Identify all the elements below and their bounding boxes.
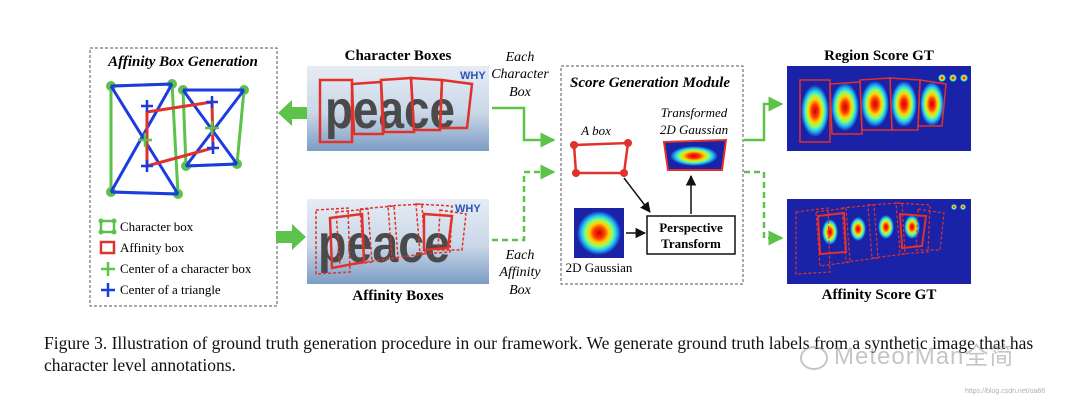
label-each-character-box-1: Each	[505, 50, 535, 65]
label-each-affinity-box-2: Affinity	[498, 265, 541, 280]
legend-item-triangle-center: Center of a triangle	[101, 282, 221, 297]
a-box-label: A box	[580, 123, 611, 138]
arrow-character-to-module	[492, 106, 556, 148]
watermark: MeteorMan全简	[800, 336, 1014, 371]
label-each-character-box-2: Character	[491, 67, 549, 82]
perspective-label-2: Transform	[661, 236, 721, 251]
affinity-score-boxes	[795, 202, 945, 275]
source-url: https://blog.csdn.net/oa66	[965, 388, 1046, 395]
affinity-score-title: Affinity Score GT	[822, 287, 937, 303]
region-score-boxes	[799, 77, 947, 143]
wechat-icon	[800, 345, 828, 370]
transformed-gaussian-label-2: 2D Gaussian	[660, 122, 728, 137]
perspective-label-1: Perspective	[659, 220, 723, 235]
figure-caption: Figure 3. Illustration of ground truth g…	[44, 333, 1034, 375]
arrow-to-affinity-score	[744, 170, 784, 246]
region-score-heatmap	[787, 66, 971, 151]
arrow-to-region-score	[744, 96, 784, 142]
gaussian-label: 2D Gaussian	[566, 260, 633, 275]
triangle-centers	[141, 96, 219, 172]
affinity-construction	[106, 79, 249, 199]
affinity-panel-frame	[89, 47, 278, 307]
gaussian-image	[574, 208, 624, 258]
label-each-affinity-box-3: Box	[509, 283, 532, 298]
region-score-title: Region Score GT	[824, 48, 934, 64]
character-box-overlays	[318, 76, 474, 144]
character-boxes-image: peace WHY	[307, 66, 489, 151]
score-module-title: Score Generation Module	[570, 75, 730, 91]
label-each-character-box-3: Box	[509, 85, 532, 100]
watermark-text: MeteorMan全简	[834, 343, 1015, 370]
brand-text: WHY	[455, 203, 481, 215]
brand-text: WHY	[460, 70, 486, 82]
arrow-to-panel-top	[278, 100, 308, 126]
affinity-boxes-image: peace WHY	[307, 199, 489, 284]
legend-item-affinity-box: Affinity box	[99, 240, 185, 255]
a-box-shape	[570, 139, 632, 177]
arrow-box-to-transform	[623, 177, 651, 213]
arrow-to-panel-bottom	[276, 224, 306, 250]
perspective-transform-box	[646, 215, 736, 255]
legend-item-character-center: Center of a character box	[101, 261, 252, 276]
character-centers	[138, 121, 219, 147]
ground-truth-diagram: Affinity Box Generation	[89, 47, 971, 307]
transformed-gaussian-label-1: Transformed	[661, 105, 728, 120]
legend-label: Affinity box	[120, 240, 185, 255]
arrow-affinity-to-module	[492, 164, 556, 242]
legend-item-character-box: Character box	[98, 218, 194, 235]
affinity-score-highlight	[816, 211, 928, 256]
affinity-panel-title: Affinity Box Generation	[107, 54, 258, 70]
affinity-box	[145, 100, 215, 168]
character-boxes-title: Character Boxes	[345, 48, 452, 64]
sample-word: peace	[318, 214, 450, 274]
score-module-frame	[560, 65, 744, 285]
legend-label: Center of a character box	[120, 261, 252, 276]
affinity-boxes-title: Affinity Boxes	[352, 288, 443, 304]
affinity-score-heatmap	[787, 199, 971, 284]
affinity-box-highlight	[328, 212, 454, 270]
label-each-affinity-box-1: Each	[505, 248, 535, 263]
affinity-box-overlays	[315, 203, 467, 275]
affinity-legend: Character box Affinity box Center of a c…	[98, 218, 252, 297]
transformed-gaussian-image	[662, 138, 728, 171]
legend-label: Center of a triangle	[120, 282, 221, 297]
legend-label: Character box	[120, 219, 194, 234]
